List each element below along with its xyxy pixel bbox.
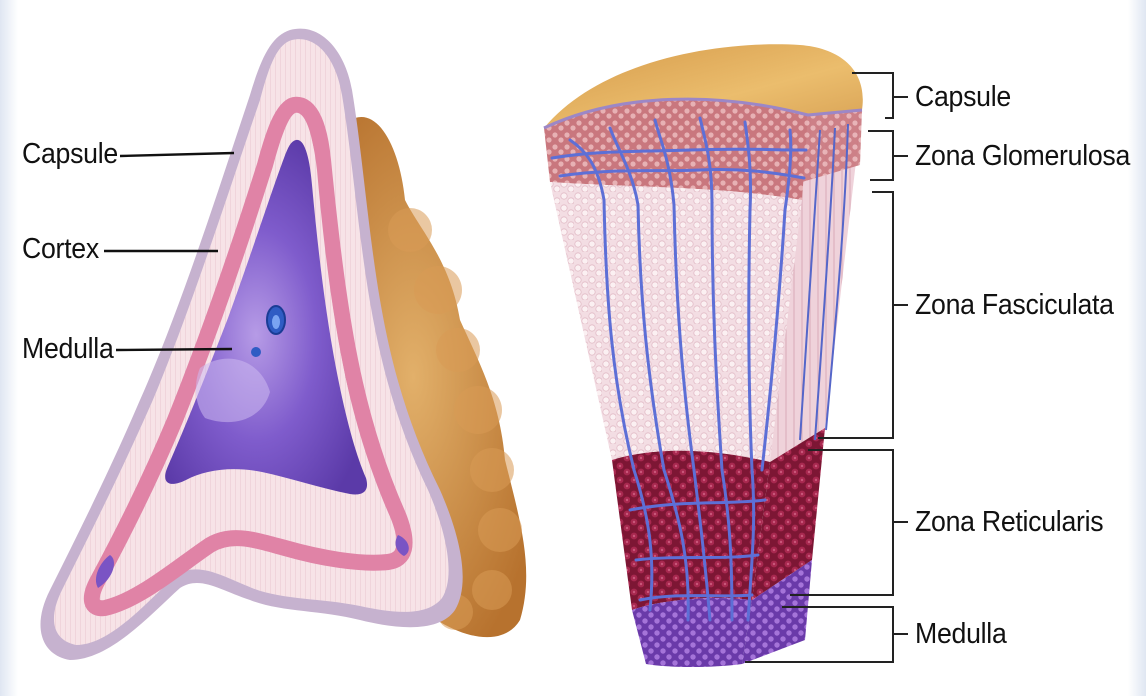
leader-medulla — [116, 349, 232, 350]
label-capsule-right: Capsule — [915, 83, 1011, 112]
label-zona-glomerulosa: Zona Glomerulosa — [915, 142, 1130, 171]
label-capsule-left: Capsule — [22, 140, 118, 169]
right-wedge-illustration — [544, 44, 863, 667]
leader-capsule — [120, 153, 234, 156]
label-medulla-left: Medulla — [22, 335, 114, 364]
zona-fasciculata-face — [550, 182, 802, 462]
label-cortex-left: Cortex — [22, 235, 99, 264]
label-zona-reticularis: Zona Reticularis — [915, 508, 1103, 537]
label-zona-fasciculata: Zona Fasciculata — [915, 291, 1114, 320]
label-medulla-right: Medulla — [915, 620, 1007, 649]
bracket-zona-glomerulosa — [868, 131, 908, 180]
